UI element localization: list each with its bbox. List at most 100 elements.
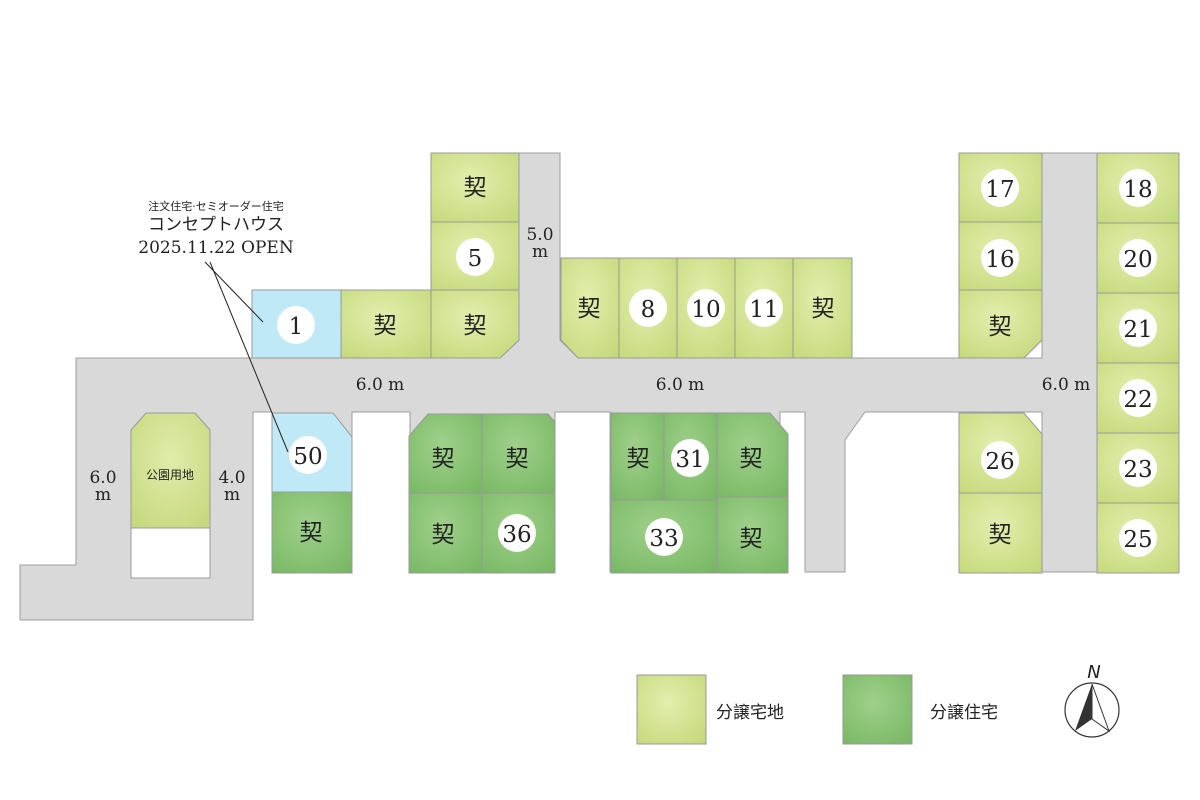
lot-circle-10: [687, 289, 725, 327]
lots-east: [1096, 152, 1180, 574]
lot-22[interactable]: [1096, 362, 1180, 434]
lot-label-n-a: 契: [578, 296, 601, 322]
lot-label-21: 21: [1123, 317, 1152, 343]
road-label-west-left: 6.0: [89, 468, 116, 488]
legend-label-house: 分譲住宅: [930, 703, 998, 723]
lot-sm-b[interactable]: [716, 412, 789, 498]
lot-sc-3[interactable]: [408, 492, 483, 574]
lot-label-sc-3: 契: [432, 522, 455, 548]
road-label-north-spur: 5.0: [526, 225, 553, 245]
lot-label-sc-1: 契: [432, 446, 455, 472]
lot-circle-33: [645, 518, 683, 556]
lot-circle-11: [745, 289, 783, 327]
lot-label-26: 26: [985, 449, 1014, 475]
road-label-main-center: 6.0 m: [656, 375, 705, 395]
lot-n-b[interactable]: [792, 257, 853, 359]
lot-label-10: 10: [691, 297, 720, 323]
park-label: 公園用地: [146, 468, 194, 482]
lot-label-nw-top: 契: [464, 175, 487, 201]
lot-labels: 契 5 1 契 契 契 8 10 11 契 17 16 契 18 20 21 2…: [289, 175, 1153, 553]
road-label-west-right: 4.0: [218, 468, 245, 488]
lot-label-17: 17: [985, 177, 1014, 203]
lot-circle-22: [1119, 379, 1157, 417]
lot-label-33: 33: [649, 526, 678, 552]
lot-circle-21: [1119, 309, 1157, 347]
lot-number-circles: [277, 169, 1157, 557]
lot-sm-c[interactable]: [716, 496, 789, 574]
lots-se: [958, 412, 1043, 574]
lot-circle-8: [629, 289, 667, 327]
lot-circle-25: [1119, 519, 1157, 557]
lot-label-23: 23: [1123, 457, 1152, 483]
lot-label-nw-b: 契: [464, 313, 487, 339]
callout-line1: 注文住宅·セミオーダー住宅: [148, 199, 284, 213]
lot-circle-23: [1119, 449, 1157, 487]
lot-label-31: 31: [675, 447, 704, 473]
callout-line2: コンセプトハウス: [148, 215, 284, 235]
lot-label-18: 18: [1123, 177, 1152, 203]
lot-nw-top[interactable]: [430, 152, 520, 223]
lot-circle-50: [289, 436, 327, 474]
lot-label-11: 11: [749, 297, 778, 323]
legend-label-land: 分譲宅地: [716, 703, 784, 723]
lot-label-20: 20: [1123, 247, 1152, 273]
road-label-west-left-unit: m: [95, 485, 111, 505]
callout-leader-to-lot-50: [209, 261, 289, 453]
lot-circle-20: [1119, 239, 1157, 277]
lots-nw: [251, 152, 520, 359]
compass-arrow-right-icon: [1091, 683, 1111, 733]
lot-circle-5: [456, 238, 494, 276]
lot-sc-2[interactable]: [481, 413, 556, 494]
compass-label: N: [1087, 662, 1100, 683]
lot-label-n-b: 契: [812, 296, 835, 322]
lot-label-sm-c: 契: [740, 526, 763, 552]
lot-ne-a[interactable]: [958, 289, 1043, 359]
lot-label-50: 50: [293, 444, 322, 470]
lot-circle-26: [981, 441, 1019, 479]
road-label-north-spur-unit: m: [532, 242, 548, 262]
lot-label-16: 16: [985, 247, 1014, 273]
concept-house-callout: 注文住宅·セミオーダー住宅 コンセプトハウス 2025.11.22 OPEN: [138, 199, 294, 453]
lot-se-a[interactable]: [958, 492, 1043, 574]
lot-nw-b[interactable]: [430, 289, 520, 359]
road-label-west-right-unit: m: [224, 485, 240, 505]
lot-label-ne-a: 契: [989, 314, 1012, 340]
lot-label-sc-2: 契: [506, 446, 529, 472]
lot-label-sm-a: 契: [627, 446, 650, 472]
lot-circle-36: [498, 514, 536, 552]
park-area: 公園用地: [130, 412, 211, 579]
park-white-area: [130, 527, 211, 579]
lot-label-36: 36: [502, 522, 531, 548]
compass-arrow-icon: [1075, 684, 1092, 731]
lot-circle-17: [981, 169, 1019, 207]
lot-5[interactable]: [430, 221, 520, 292]
lot-circle-16: [981, 239, 1019, 277]
road-label-east: 6.0 m: [1042, 375, 1091, 395]
lots-south-center: [408, 413, 556, 574]
lot-circle-1: [277, 306, 315, 344]
legend: 分譲宅地 分譲住宅: [636, 674, 998, 745]
lot-label-8: 8: [641, 297, 656, 323]
lot-label-25: 25: [1123, 527, 1152, 553]
road-label-main-west: 6.0 m: [356, 375, 405, 395]
lot-label-s-a: 契: [300, 520, 323, 546]
legend-swatch-land: [636, 674, 707, 745]
road-labels: 5.0 m 6.0 m 6.0 m 6.0 m 6.0 m 4.0 m: [89, 225, 1090, 505]
lot-sm-a[interactable]: [610, 412, 665, 501]
legend-swatch-house: [842, 674, 913, 745]
lot-label-sm-b: 契: [740, 446, 763, 472]
lot-label-nw-a: 契: [374, 313, 397, 339]
lot-label-se-a: 契: [989, 522, 1012, 548]
lot-n-a[interactable]: [560, 257, 620, 359]
callout-line3: 2025.11.22 OPEN: [138, 238, 294, 258]
lot-label-1: 1: [289, 314, 304, 340]
lot-circle-31: [671, 439, 709, 477]
lot-circle-18: [1119, 169, 1157, 207]
lot-nw-a[interactable]: [340, 289, 432, 359]
lot-s-a[interactable]: [271, 491, 353, 574]
callout-leader-to-lot-1: [204, 261, 264, 323]
north-compass: N: [1064, 662, 1120, 738]
lot-label-5: 5: [468, 246, 483, 272]
lot-label-22: 22: [1123, 387, 1152, 413]
